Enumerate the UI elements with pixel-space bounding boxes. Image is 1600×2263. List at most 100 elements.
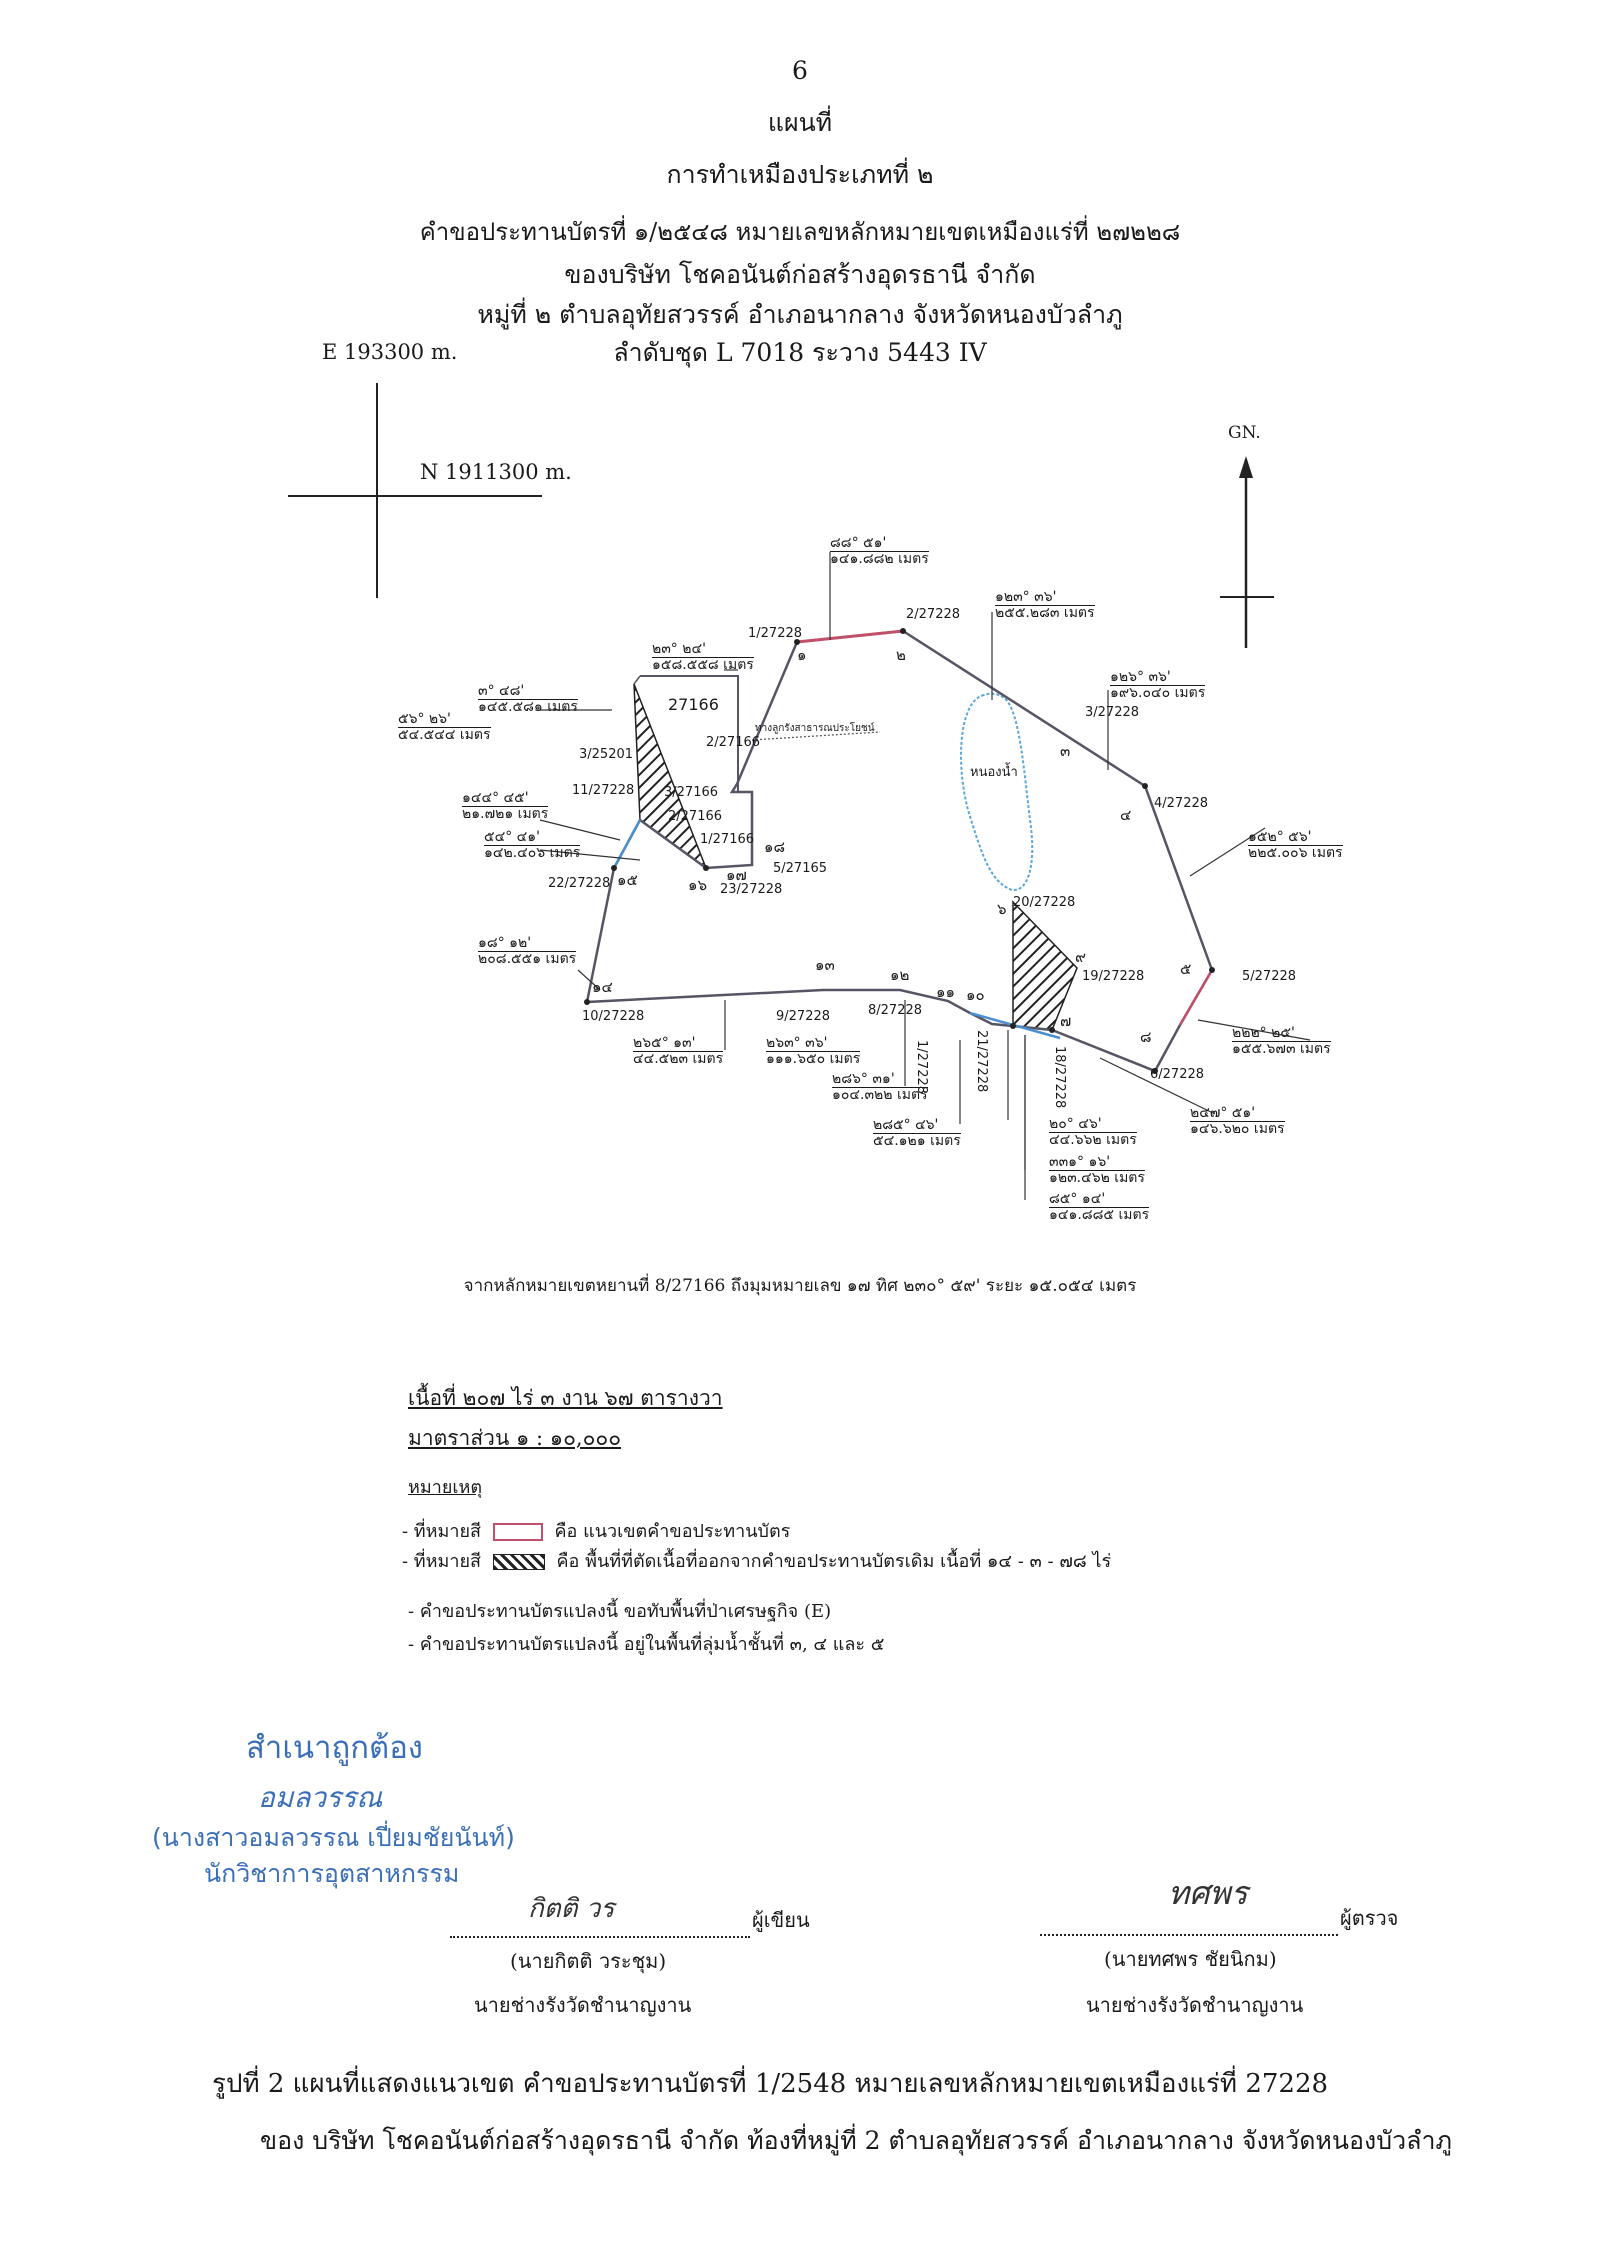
- cutoff-area-east: [1012, 900, 1078, 1031]
- checker-line: [1040, 1916, 1338, 1936]
- measurement-6: ๒๔๗° ๕๑'๑๔๖.๖๒๐ เมตร: [1190, 1105, 1285, 1137]
- marker-19-27228: 19/27228: [1082, 969, 1145, 984]
- station-17: ๑๗: [726, 866, 747, 884]
- marker-6-27228: 6/27228: [1150, 1067, 1205, 1082]
- measurement-3: ๑๒๖° ๓๖'๑๙๖.๐๔๐ เมตร: [1110, 669, 1206, 701]
- measurement-4: ๑๕๒° ๕๖'๒๒๕.๐๐๖ เมตร: [1248, 829, 1343, 861]
- checker-position: นายช่างรังวัดชำนาญงาน: [1086, 1993, 1304, 2017]
- location-line: หมู่ที่ ๒ ตำบลอุทัยสวรรค์ อำเภอนากลาง จั…: [477, 300, 1123, 329]
- station-18: ๑๘: [764, 838, 786, 856]
- road-line: [751, 731, 881, 741]
- station-4: ๔: [1120, 806, 1132, 824]
- marker-5-27165: 5/27165: [773, 861, 828, 876]
- measurement-18: ๕๖° ๒๖'๕๔.๕๔๔ เมตร: [398, 711, 491, 743]
- road-label: ทางลูกรังสาธารณประโยชน์: [755, 723, 875, 734]
- marker-20-27228: 20/27228: [1013, 895, 1076, 910]
- measurement-9: ๘๕° ๑๔'๑๔๑.๘๘๕ เมตร: [1049, 1191, 1150, 1223]
- station-1: ๑: [797, 646, 807, 664]
- marker-21-27228: 21/27228: [974, 1030, 989, 1093]
- station-15: ๑๕: [617, 871, 638, 889]
- north-label: GN.: [1228, 423, 1261, 443]
- remarks-title: หมายเหตุ: [408, 1477, 483, 1498]
- page-number: 6: [792, 56, 808, 85]
- measurement-11: ๒๘๖° ๓๑'๑๐๔.๓๒๒ เมตร: [832, 1071, 928, 1103]
- measurement-17: ๓° ๔๘'๑๔๕.๕๘๑ เมตร: [478, 683, 578, 715]
- remark-2: - ที่หมายสี คือ พื้นที่ที่ตัดเนื้อที่ออก…: [402, 1551, 1112, 1572]
- easting-label: E 193300 m.: [322, 340, 458, 364]
- northing-label: N 1911300 m.: [420, 460, 572, 484]
- measurement-13: ๒๖๕° ๑๓'๔๔.๕๒๓ เมตร: [633, 1035, 724, 1067]
- mining-type: การทำเหมืองประเภทที่ ๒: [666, 160, 934, 189]
- station-11: ๑๑: [936, 983, 956, 1001]
- station-2: ๒: [896, 646, 906, 664]
- application-line: คำขอประทานบัตรที่ ๑/๒๕๔๘ หมายเลขหลักหมาย…: [419, 218, 1181, 246]
- station-14: ๑๔: [592, 978, 613, 996]
- scale-text: มาตราส่วน ๑ : ๑๐,๐๐๐: [408, 1426, 622, 1450]
- station-16: ๑๖: [688, 876, 708, 894]
- legend-hatch-box: [492, 1554, 545, 1570]
- caption-line-1: รูปที่ 2 แผนที่แสดงแนวเขต คำขอประทานบัตร…: [212, 2069, 1329, 2099]
- checker-role: ผู้ตรวจ: [1340, 1906, 1399, 1930]
- marker-18-27228: 18/27228: [1052, 1046, 1067, 1109]
- measurement-14: ๑๘° ๑๒'๒๐๘.๕๕๑ เมตร: [478, 935, 577, 967]
- station-3: ๓: [1060, 742, 1071, 760]
- north-arrow: [1220, 456, 1274, 648]
- company-line: ของบริษัท โชคอนันต์ก่อสร้างอุดรธานี จำกั…: [564, 260, 1036, 289]
- boundary-red-edge: [796, 629, 904, 644]
- marker-11-27228: 11/27228: [572, 783, 635, 798]
- parcel-27166: 27166: [668, 695, 719, 714]
- writer-position: นายช่างรังวัดชำนาญงาน: [474, 1993, 692, 2017]
- station-12: ๑๒: [890, 966, 910, 984]
- boundary-map: [288, 383, 1311, 1200]
- measurement-12: ๒๖๓° ๓๖'๑๑๑.๖๕๐ เมตร: [766, 1035, 861, 1067]
- station-13: ๑๓: [815, 956, 835, 974]
- station-10: ๑๐: [966, 986, 985, 1004]
- marker-1-27166: 1/27166: [700, 832, 755, 847]
- swamp-label: หนองน้ำ: [970, 765, 1018, 780]
- checker-signature: ทศพร: [1168, 1874, 1248, 1912]
- writer-role: ผู้เขียน: [752, 1908, 810, 1932]
- marker-3-27228: 3/27228: [1085, 705, 1140, 720]
- writer-name: (นายกิตติ วระชุม): [510, 1949, 667, 1973]
- marker-2b-27166: 2/27166: [668, 809, 723, 824]
- station-5: ๕: [1180, 960, 1192, 978]
- marker-22-27228: 22/27228: [548, 876, 611, 891]
- stamp-signature: อมลวรรณ: [258, 1781, 383, 1814]
- area-text: เนื้อที่ ๒๐๗ ไร่ ๓ งาน ๖๗ ตารางวา: [408, 1386, 723, 1410]
- station-8: ๘: [1140, 1028, 1152, 1046]
- map-title: แผนที่: [767, 108, 833, 137]
- marker-2-27166: 2/27166: [706, 735, 761, 750]
- measurement-19: ๒๓° ๒๔'๑๕๘.๕๕๘ เมตร: [652, 641, 754, 673]
- marker-1-27228: 1/27228: [748, 626, 803, 641]
- station-9: ๙: [1075, 948, 1086, 966]
- remark-1: - ที่หมายสี คือ แนวเขตคำขอประทานบัตร: [402, 1521, 791, 1542]
- marker-3-25201: 3/25201: [579, 747, 634, 762]
- measurement-7: ๒๐° ๔๖'๔๔.๖๖๒ เมตร: [1049, 1116, 1137, 1148]
- measurement-8: ๓๓๑° ๑๖'๑๒๓.๔๖๒ เมตร: [1049, 1154, 1145, 1186]
- legend-red-box: [492, 1523, 543, 1541]
- stamp-name: (นางสาวอมลวรรณ เปี่ยมชัยนันท์): [152, 1823, 515, 1852]
- checker-name: (นายทศพร ชัยนิกม): [1104, 1947, 1277, 1971]
- marker-8-27228: 8/27228: [868, 1003, 923, 1018]
- marker-3-27166: 3/27166: [664, 785, 719, 800]
- remark-4: - คำขอประทานบัตรแปลงนี้ อยู่ในพื้นที่ลุ่…: [408, 1634, 885, 1655]
- marker-5-27228: 5/27228: [1242, 969, 1297, 984]
- swamp-outline: [960, 692, 1034, 892]
- marker-23-27228: 23/27228: [720, 882, 783, 897]
- station-6: ๖: [997, 900, 1007, 918]
- marker-9-27228: 9/27228: [776, 1009, 831, 1024]
- marker-2-27228: 2/27228: [906, 607, 961, 622]
- measurement-15: ๑๔๔° ๔๕'๒๑.๗๒๑ เมตร: [462, 790, 549, 822]
- stamp-title: สำเนาถูกต้อง: [246, 1730, 423, 1766]
- caption-line-2: ของ บริษัท โชคอนันต์ก่อสร้างอุดรธานี จำก…: [260, 2126, 1452, 2155]
- writer-line: [450, 1918, 750, 1938]
- tie-line-text: จากหลักหมายเขตหยานที่ 8/27166 ถึงมุมหมาย…: [463, 1276, 1137, 1296]
- remark-3: - คำขอประทานบัตรแปลงนี้ ขอทับพื้นที่ป่าเ…: [408, 1601, 832, 1622]
- measurement-16: ๕๔° ๔๑'๑๔๒.๔๐๖ เมตร: [484, 829, 581, 861]
- measurement-2: ๑๒๓° ๓๖'๒๕๕.๒๘๓ เมตร: [995, 589, 1095, 621]
- sheet-line: ลำดับชุด L 7018 ระวาง 5443 IV: [613, 338, 987, 367]
- marker-10-27228: 10/27228: [582, 1009, 645, 1024]
- measurement-1: ๘๘° ๕๑'๑๔๑.๘๘๒ เมตร: [830, 535, 929, 567]
- measurement-10: ๒๘๕° ๔๖'๕๔.๑๒๑ เมตร: [873, 1117, 961, 1149]
- writer-signature: กิตติ วร: [528, 1894, 615, 1924]
